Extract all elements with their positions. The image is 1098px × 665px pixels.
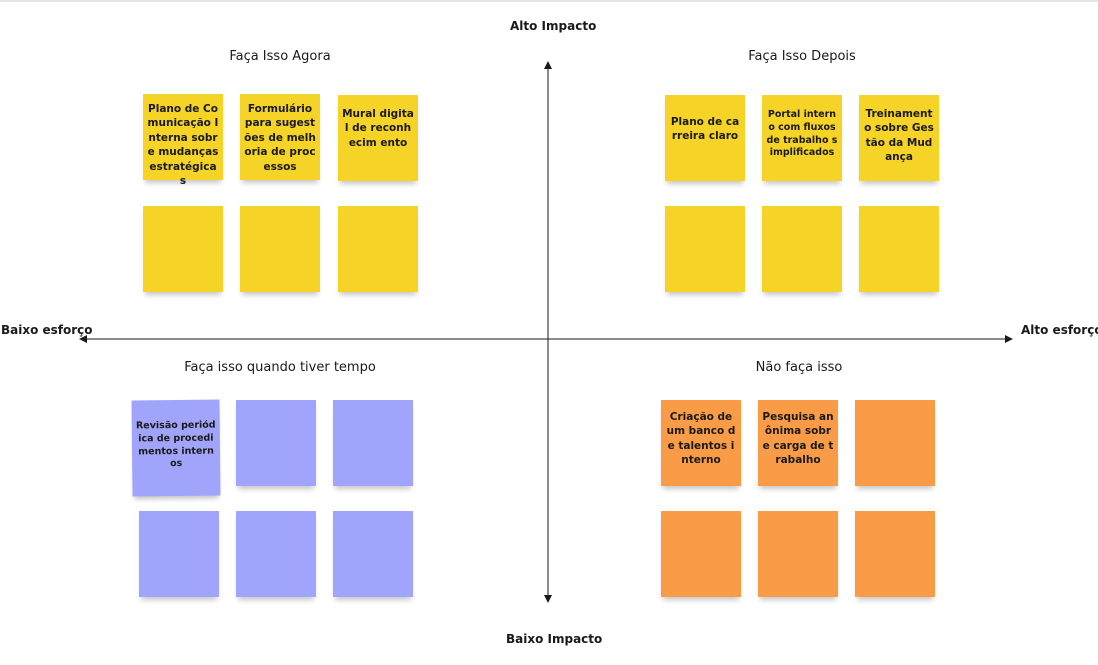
- sticky-note[interactable]: Mural digital de reconhecim ento: [338, 95, 418, 181]
- sticky-note[interactable]: Plano de Comunicação Interna sobre mudan…: [143, 94, 223, 187]
- quadrant-title-do-when-time: Faça isso quando tiver tempo: [184, 360, 376, 375]
- axis-label-low-impact: Baixo Impacto: [506, 632, 603, 646]
- sticky-note[interactable]: Criação de um banco de talentos interno: [661, 400, 741, 486]
- sticky-note[interactable]: [338, 206, 418, 292]
- sticky-note[interactable]: [665, 206, 745, 292]
- sticky-note[interactable]: [139, 511, 219, 597]
- sticky-note[interactable]: [240, 206, 320, 292]
- axis-label-high-effort: Alto esforço: [1021, 323, 1098, 337]
- quadrant-title-do-now: Faça Isso Agora: [229, 49, 331, 64]
- sticky-note[interactable]: Revisão periódica de procedimentos inter…: [131, 399, 221, 497]
- sticky-note[interactable]: Pesquisa anônima sobre carga de trabalho: [758, 400, 838, 486]
- sticky-note[interactable]: Portal interno com fluxos de trabalho si…: [762, 95, 842, 181]
- sticky-note[interactable]: [661, 511, 741, 597]
- sticky-note[interactable]: Formulário para sugestões de melhoria de…: [240, 94, 320, 180]
- axis-label-high-impact: Alto Impacto: [510, 19, 597, 33]
- sticky-note[interactable]: [236, 400, 316, 486]
- sticky-note[interactable]: [236, 511, 316, 597]
- sticky-note[interactable]: [758, 511, 838, 597]
- axis-label-low-effort: Baixo esforço: [1, 323, 93, 337]
- quadrant-title-do-later: Faça Isso Depois: [748, 49, 856, 64]
- quadrant-title-dont-do: Não faça isso: [755, 360, 843, 375]
- sticky-note[interactable]: Plano de carreira claro: [665, 95, 745, 181]
- sticky-note[interactable]: [333, 511, 413, 597]
- sticky-note[interactable]: Treinament o sobre Gestão da Mudança: [859, 95, 939, 181]
- sticky-note[interactable]: [762, 206, 842, 292]
- sticky-note[interactable]: [333, 400, 413, 486]
- sticky-note[interactable]: [855, 511, 935, 597]
- sticky-note[interactable]: [143, 206, 223, 292]
- sticky-note[interactable]: [859, 206, 939, 292]
- sticky-note[interactable]: [855, 400, 935, 486]
